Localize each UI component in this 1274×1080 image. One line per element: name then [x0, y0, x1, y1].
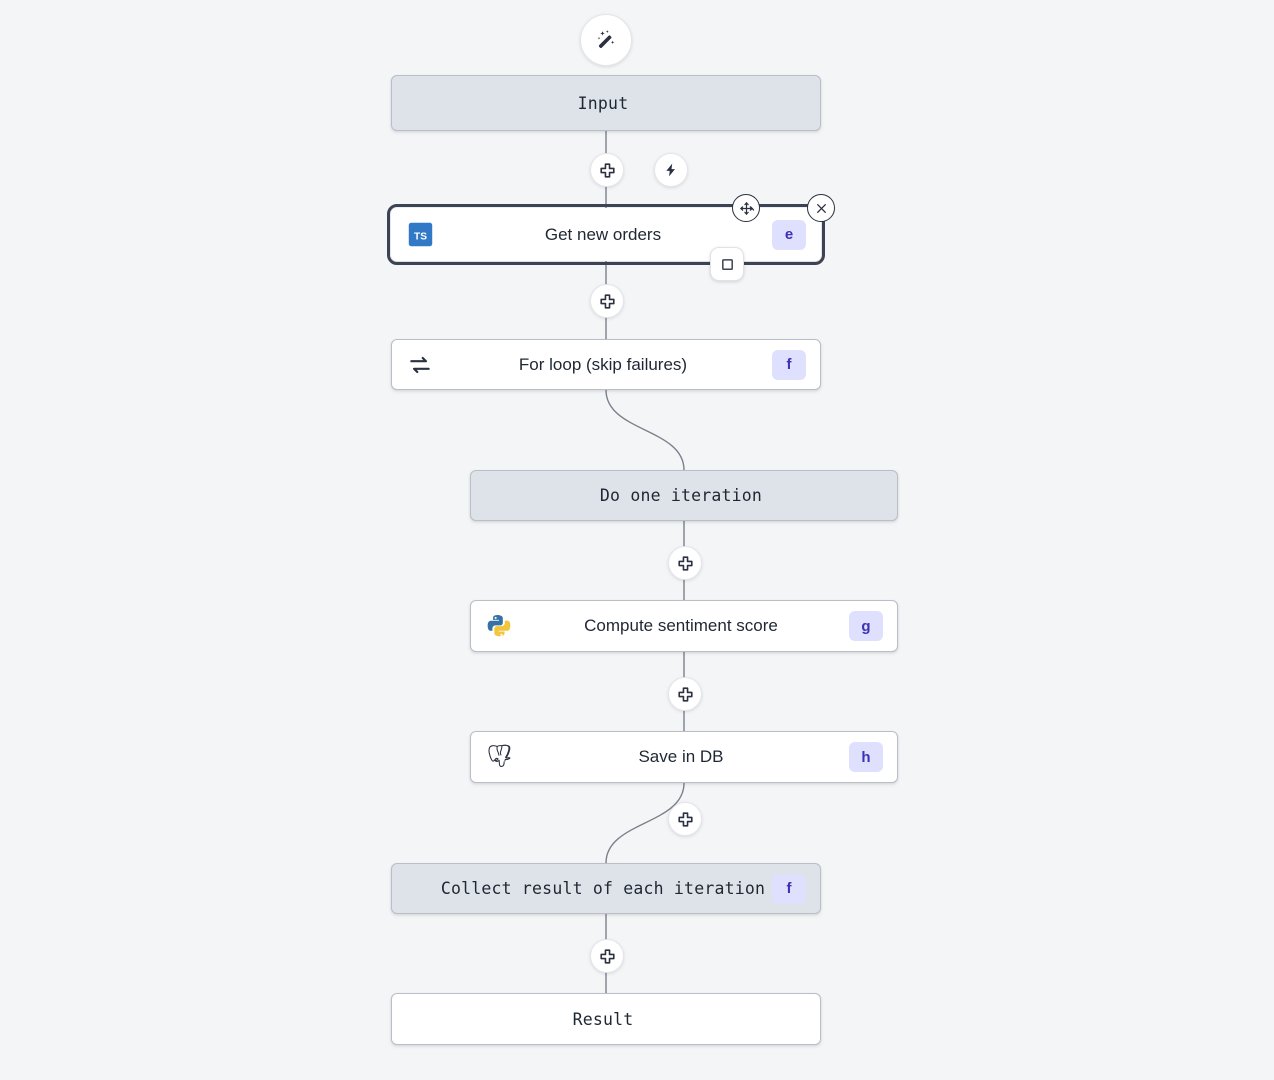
node-compute-sentiment-score-badge[interactable]: g [849, 611, 883, 641]
magic-wand-button[interactable] [580, 14, 632, 66]
add-step-button-after-get-orders[interactable] [590, 284, 624, 318]
node-result[interactable]: Result [391, 993, 821, 1045]
close-icon [816, 203, 826, 213]
expand-node-button[interactable] [710, 247, 744, 281]
node-do-one-iteration[interactable]: Do one iteration [470, 470, 898, 521]
typescript-icon: TS [406, 221, 434, 249]
node-do-one-iteration-label: Do one iteration [599, 486, 763, 505]
lightning-bolt-icon [666, 163, 675, 177]
postgresql-icon [485, 743, 513, 771]
plus-icon [677, 811, 693, 827]
expand-square-icon [721, 258, 733, 270]
node-save-in-db[interactable]: Save in DB h [470, 731, 898, 783]
plus-icon [599, 293, 615, 309]
add-step-button-after-input[interactable] [590, 153, 624, 187]
edge-for-loop-to-iteration [605, 389, 685, 471]
node-get-new-orders-badge[interactable]: e [772, 219, 806, 250]
node-result-label: Result [572, 1009, 634, 1029]
node-for-loop-badge[interactable]: f [772, 349, 806, 380]
add-step-button-after-iteration[interactable] [668, 546, 702, 580]
python-icon [485, 612, 513, 640]
node-get-new-orders[interactable]: TS Get new orders e [387, 204, 825, 265]
plus-icon [599, 162, 615, 178]
node-save-in-db-label: Save in DB [638, 747, 724, 766]
magic-wand-icon [597, 30, 615, 49]
node-for-loop-label: For loop (skip failures) [518, 354, 688, 374]
add-step-button-after-compute[interactable] [668, 677, 702, 711]
node-for-loop[interactable]: For loop (skip failures) f [391, 339, 821, 390]
move-handle-icon [739, 201, 754, 215]
loop-icon [406, 351, 434, 379]
trigger-button[interactable] [654, 153, 688, 187]
node-collect-result[interactable]: Collect result of each iteration f [391, 863, 821, 914]
node-compute-sentiment-score-label: Compute sentiment score [584, 616, 778, 635]
node-compute-sentiment-score[interactable]: Compute sentiment score g [470, 600, 898, 652]
move-handle-button[interactable] [732, 194, 760, 222]
node-get-new-orders-label: Get new orders [544, 224, 662, 244]
svg-text:TS: TS [414, 232, 427, 243]
node-save-in-db-badge[interactable]: h [849, 742, 883, 772]
node-input-label: Input [577, 93, 629, 113]
plus-icon [599, 948, 615, 964]
plus-icon [677, 686, 693, 702]
node-collect-result-badge[interactable]: f [772, 873, 806, 904]
plus-icon [677, 555, 693, 571]
close-node-button[interactable] [807, 194, 835, 222]
add-step-button-after-collect[interactable] [590, 939, 624, 973]
node-input[interactable]: Input [391, 75, 821, 131]
node-collect-result-label: Collect result of each iteration [440, 879, 766, 898]
add-step-button-after-save[interactable] [668, 802, 702, 836]
